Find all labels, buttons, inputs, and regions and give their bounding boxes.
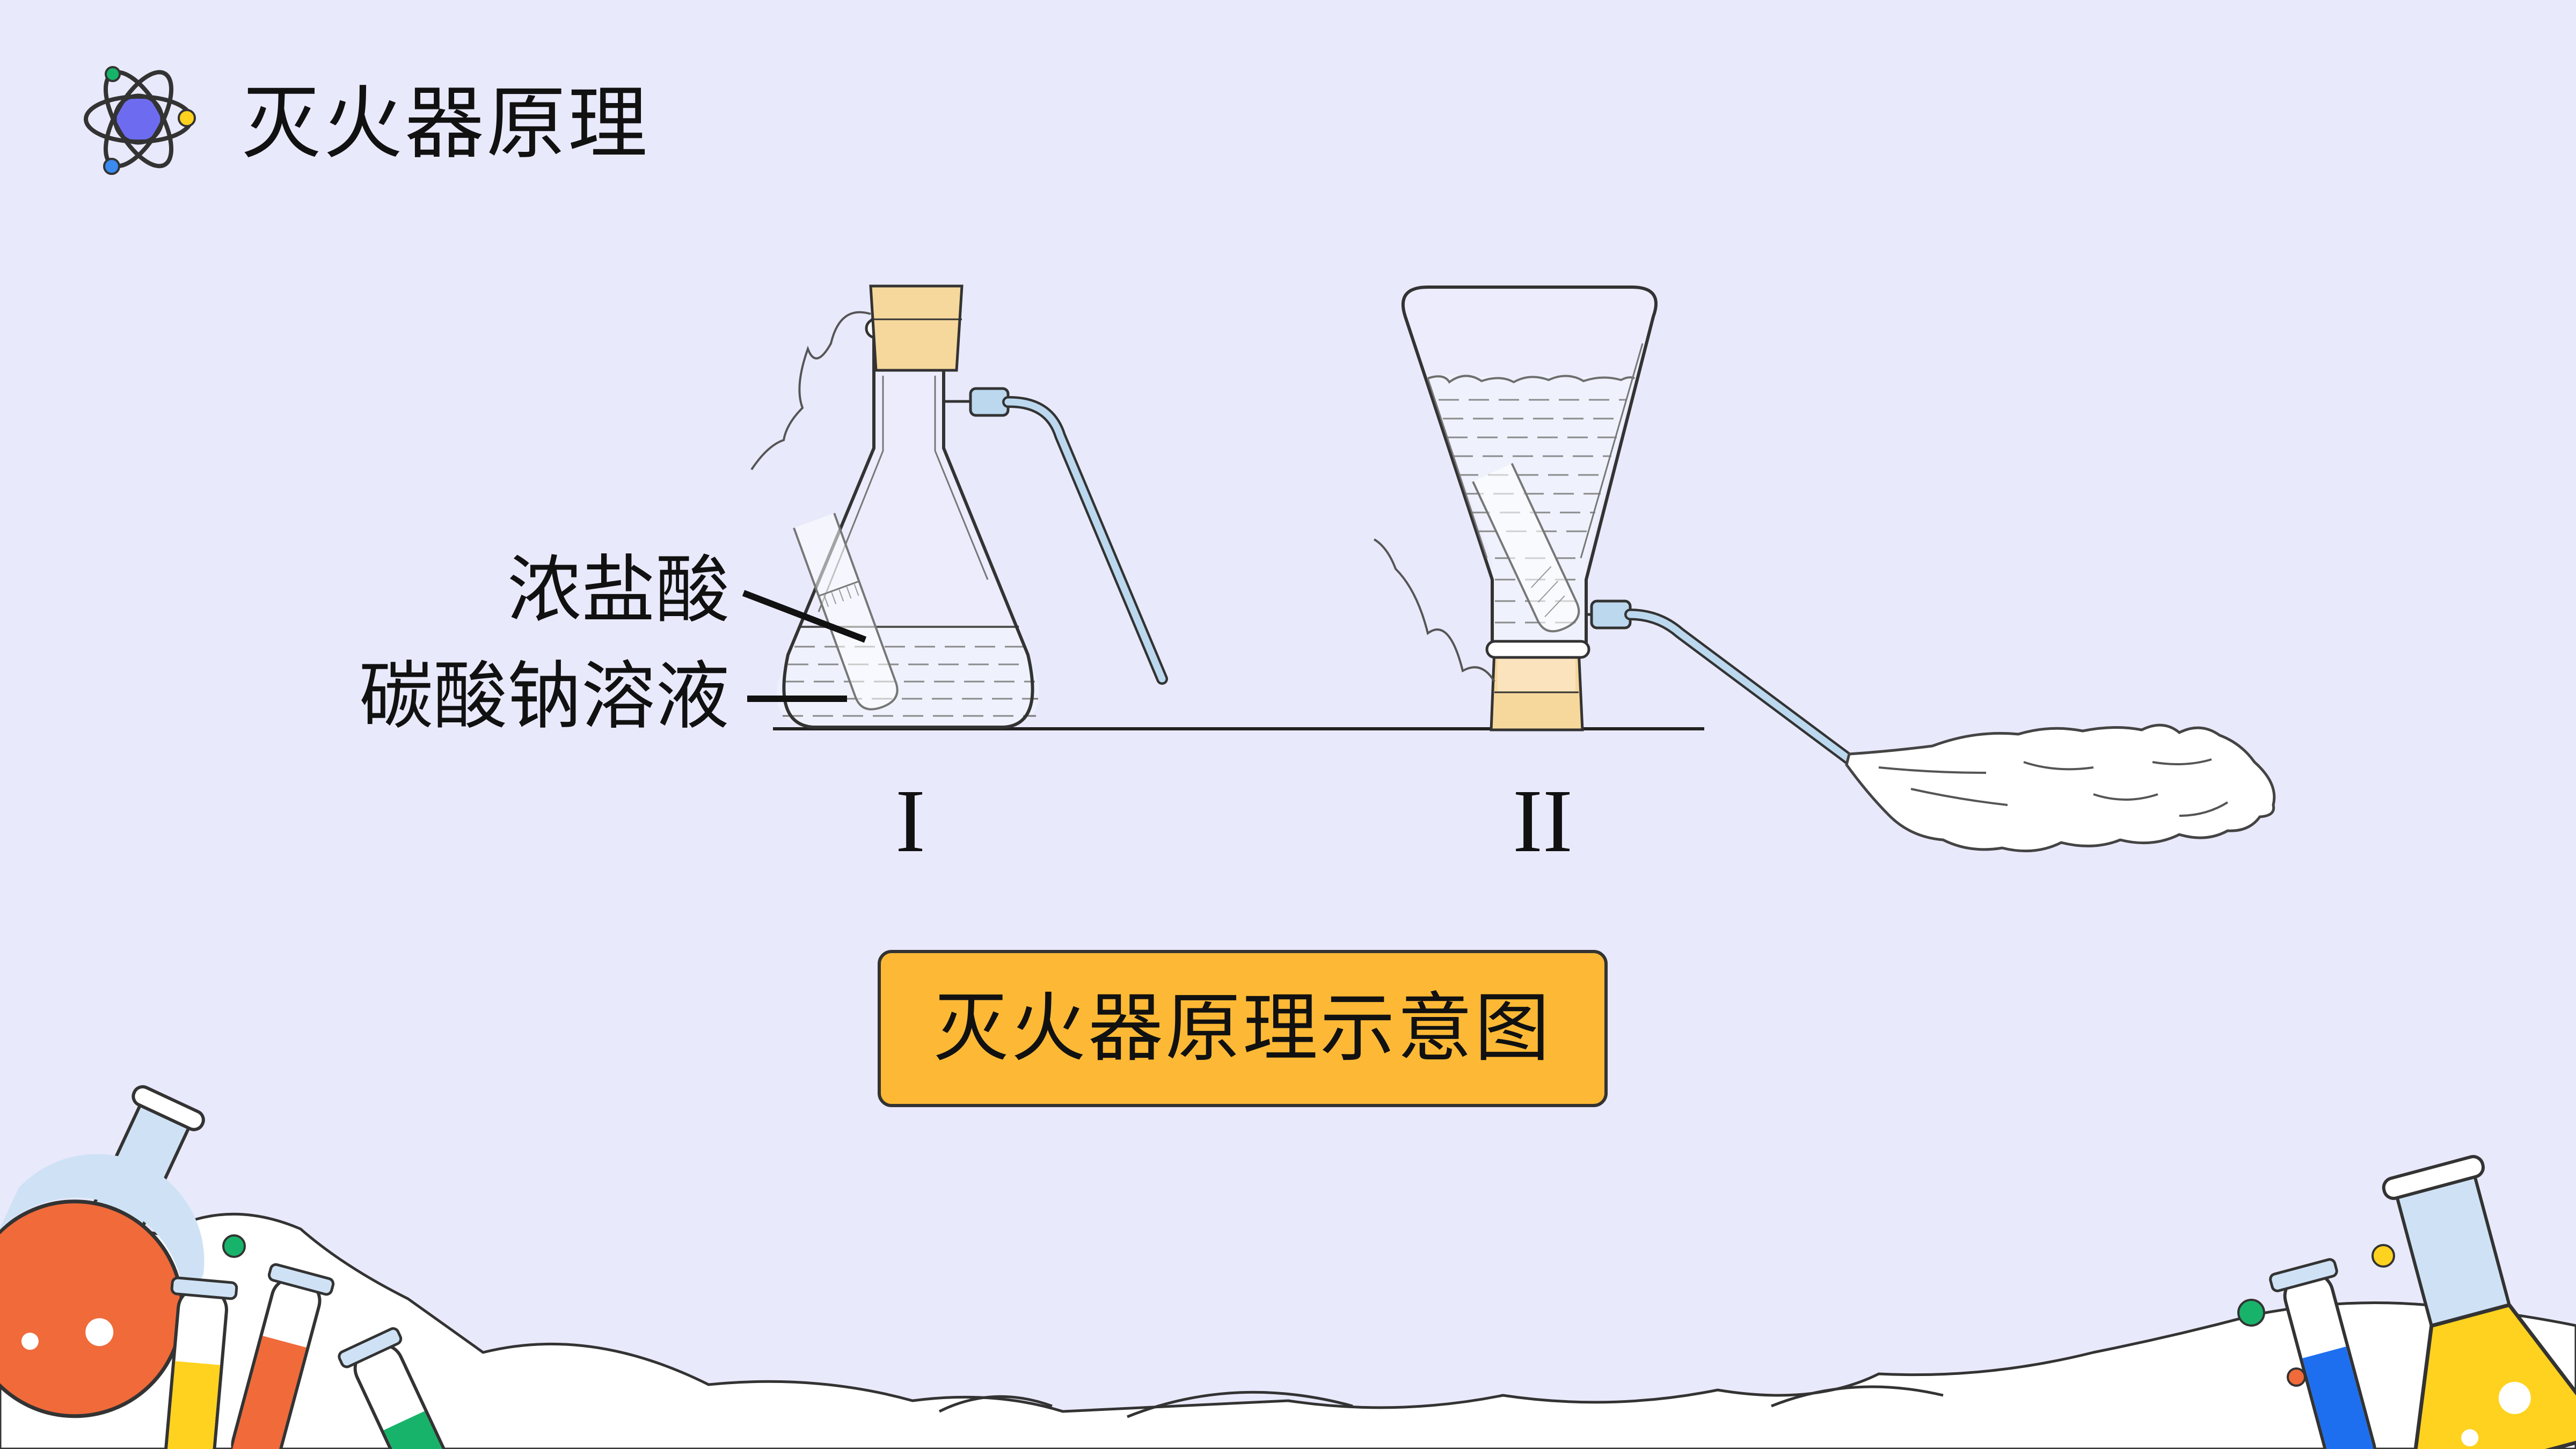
caption-box: 灭火器原理示意图 <box>878 950 1608 1107</box>
bubble-dot <box>2287 1367 2306 1387</box>
carbonate-solution-label: 碳酸钠溶液 <box>359 653 729 740</box>
bubble-dot <box>2371 1244 2395 1268</box>
test-tube-icon <box>163 1263 459 1449</box>
cloud-decoration <box>0 1212 2576 1449</box>
acid-label: 浓盐酸 <box>507 547 729 633</box>
page-title: 灭火器原理 <box>242 77 650 170</box>
conical-flask-apparatus <box>750 284 1168 729</box>
inverted-extinguisher-apparatus <box>1373 286 2276 853</box>
bubble-dot <box>2237 1299 2265 1327</box>
atom-icon <box>84 66 196 175</box>
apparatus-label-1: I <box>895 771 925 871</box>
apparatus-label-2: II <box>1513 771 1573 871</box>
flask-icon <box>0 1085 205 1418</box>
beaker-icon <box>2269 1155 2576 1449</box>
bubble-dot <box>222 1234 246 1258</box>
acid-pointer-line <box>742 590 867 643</box>
caption-text: 灭火器原理示意图 <box>933 984 1552 1072</box>
